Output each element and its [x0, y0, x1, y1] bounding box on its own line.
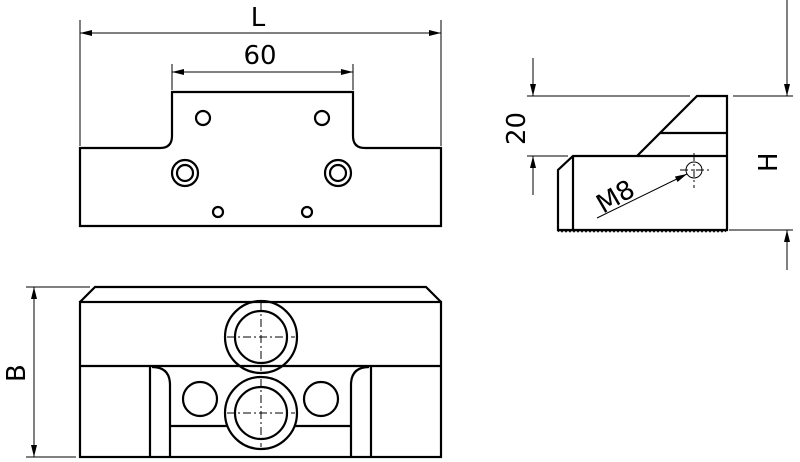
dimension-label-L: L [251, 3, 266, 33]
serrated-jaw-face [557, 230, 727, 233]
side-hole [181, 380, 219, 418]
side-view: M8 20 H [502, 0, 793, 270]
pin-hole [211, 205, 225, 219]
top-view-outline [78, 90, 443, 228]
top-view: L 60 [78, 3, 443, 228]
pin-hole [300, 205, 314, 219]
counterbore-hole [223, 299, 299, 375]
side-view-outline [556, 94, 729, 232]
dimension-label-B: B [2, 364, 32, 382]
side-hole [302, 380, 340, 418]
dimension-label-60: 60 [243, 41, 276, 71]
mount-hole [194, 109, 212, 127]
top-chamfer [79, 285, 442, 303]
mount-hole [313, 109, 331, 127]
dimension-label-H: H [754, 152, 784, 172]
bottom-view: B [2, 285, 443, 459]
counterbore-hole [170, 158, 200, 188]
thread-callout-M8: M8 [592, 175, 641, 220]
counterbore-hole [323, 158, 353, 188]
dimension-label-20: 20 [502, 112, 532, 145]
thread-leader [596, 173, 688, 219]
